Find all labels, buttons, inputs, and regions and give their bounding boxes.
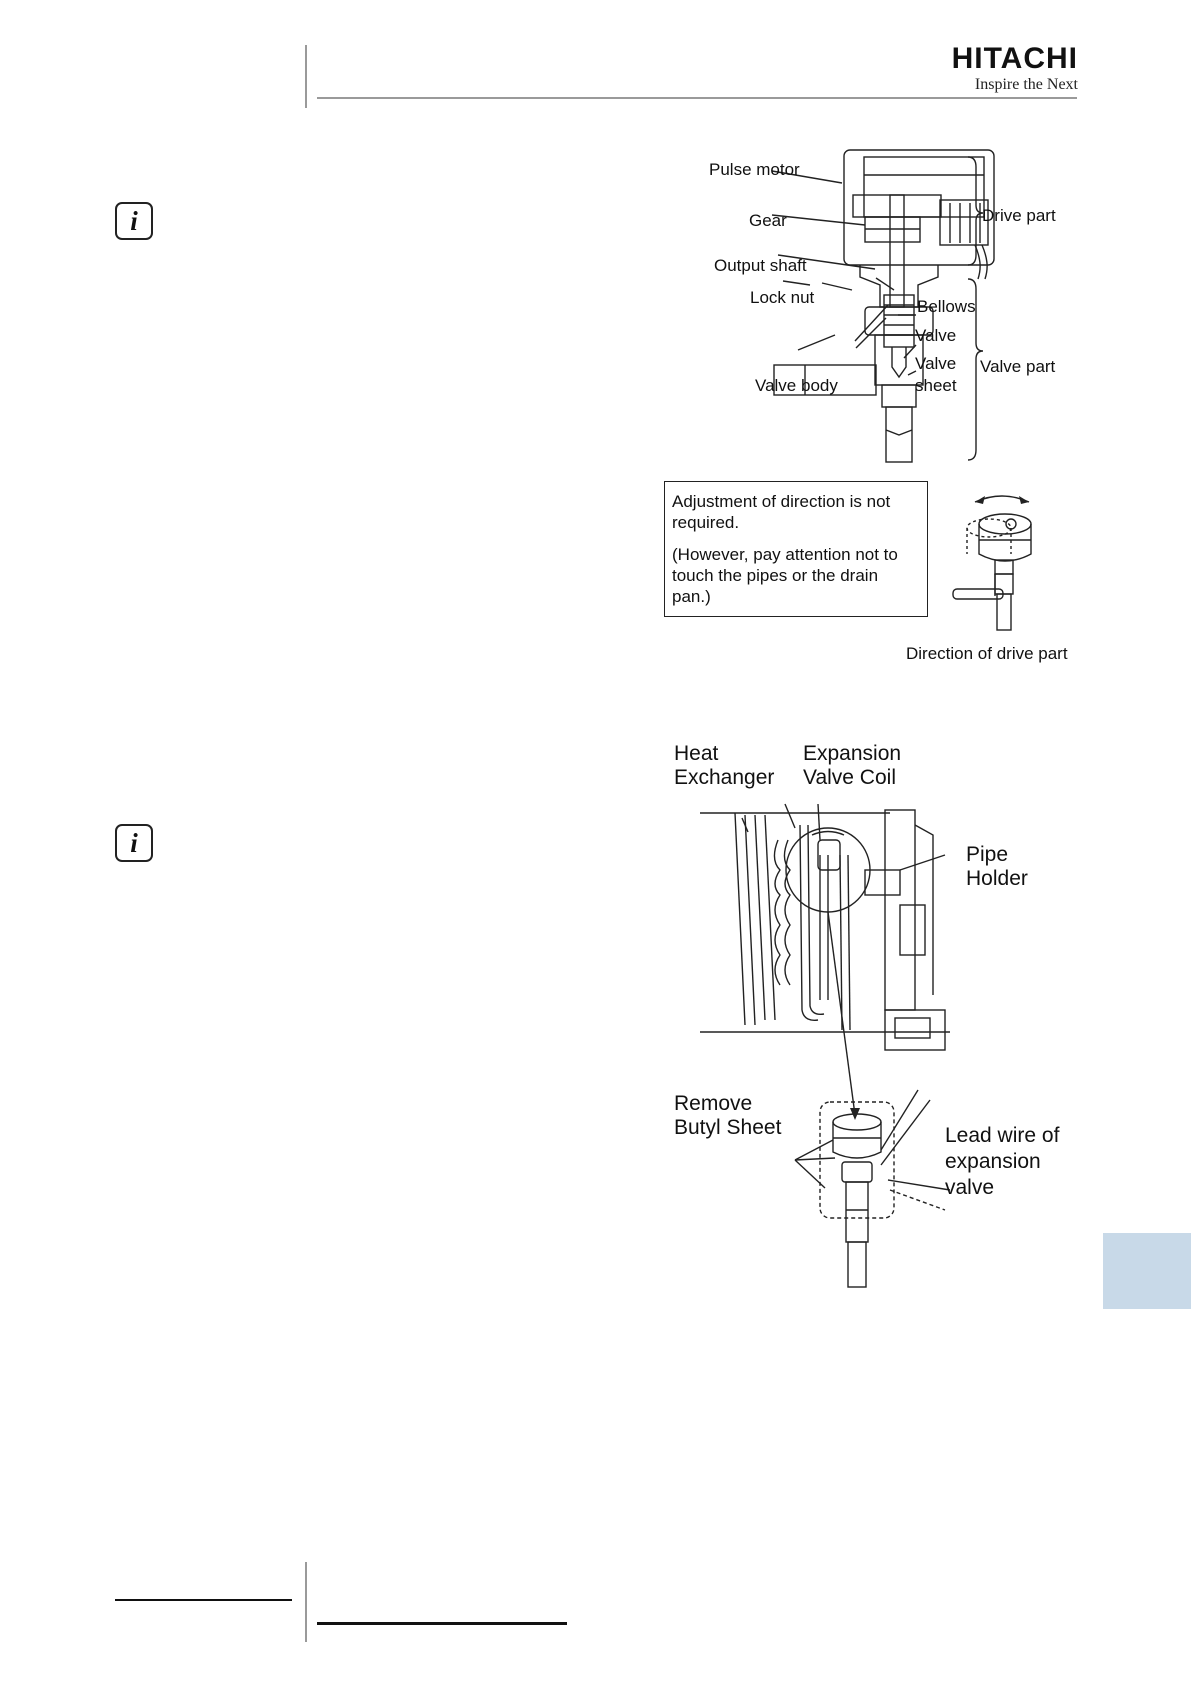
side-section-tab — [1103, 1233, 1191, 1309]
footer-right-rule — [317, 1622, 567, 1625]
label-bellows: Bellows — [917, 297, 976, 316]
brand-tagline: Inspire the Next — [974, 76, 1078, 93]
header-vertical-rule — [305, 45, 307, 108]
note-text-1: Adjustment of direction is not required. — [672, 492, 891, 532]
drive-direction-illustration — [952, 495, 1032, 631]
info-icon: i — [115, 824, 153, 862]
caption-direction-of-drive-part: Direction of drive part — [906, 644, 1068, 663]
label-valve-part: Valve part — [980, 357, 1056, 376]
label-pipe-holder: Pipe Holder — [966, 843, 1028, 890]
label-drive-part: Drive part — [982, 206, 1056, 225]
footer-left-rule — [115, 1599, 292, 1601]
label-output-shaft: Output shaft — [714, 256, 807, 275]
info-icon: i — [115, 202, 153, 240]
expansion-valve-coil-diagram — [700, 803, 951, 1288]
header-horizontal-rule — [317, 97, 1077, 99]
label-lock-nut: Lock nut — [750, 288, 815, 307]
valve-cross-section-diagram — [771, 149, 995, 463]
label-valve-body: Valve body — [755, 376, 838, 395]
label-expansion-valve-coil: Expansion Valve Coil — [803, 742, 902, 789]
label-gear: Gear — [749, 211, 787, 230]
note-text-2: (However, pay attention not to touch the… — [672, 545, 898, 606]
label-pulse-motor: Pulse motor — [709, 160, 800, 179]
direction-note-box: Adjustment of direction is not required.… — [664, 481, 928, 617]
label-valve: Valve — [915, 326, 957, 345]
footer-vertical-rule — [305, 1562, 307, 1642]
label-lead-wire: Lead wire of expansion valve — [945, 1124, 1060, 1199]
label-remove-butyl-sheet: Remove Butyl Sheet — [674, 1092, 782, 1139]
label-heat-exchanger: Heat Exchanger — [674, 742, 775, 789]
brand-name: HITACHI — [951, 42, 1078, 75]
label-valve-sheet: Valve sheet — [915, 354, 957, 395]
brand-logo: HITACHI Inspire the Next — [952, 44, 1078, 94]
